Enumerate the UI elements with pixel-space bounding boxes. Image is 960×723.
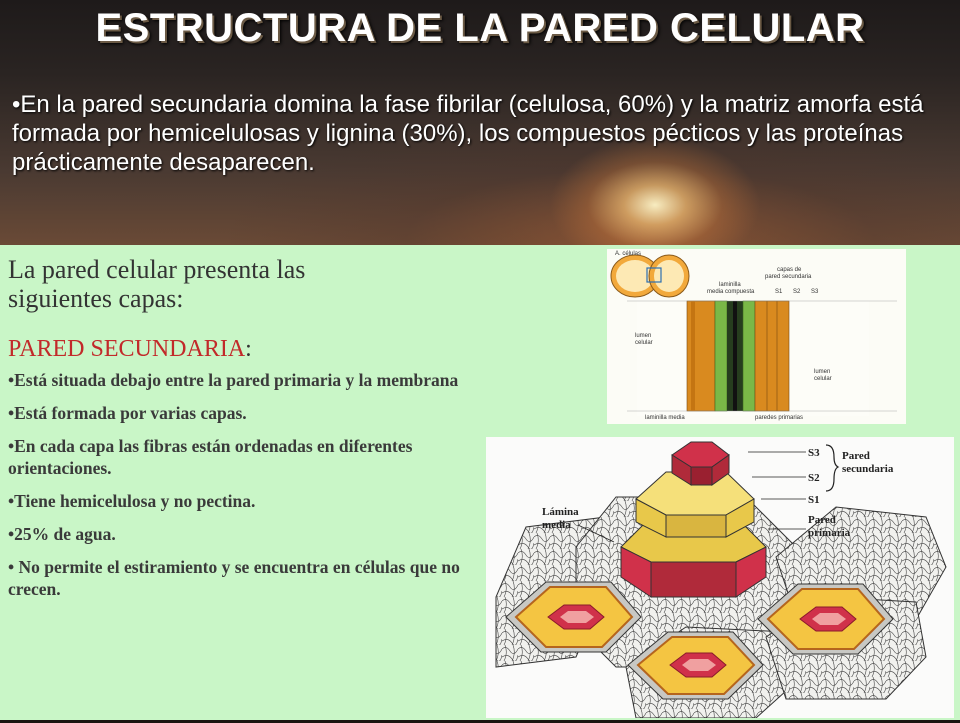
label-lamella: laminilla — [719, 282, 741, 288]
hex-face-bottom — [627, 631, 764, 700]
wall-section — [627, 300, 897, 416]
slide-title: ESTRUCTURA DE LA PARED CELULAR — [95, 6, 865, 50]
bullet-item: •25% de agua. — [8, 524, 116, 544]
label-primary-wall-2: primaria — [808, 527, 851, 539]
label-s2: S2 — [793, 289, 801, 295]
cells-illustration: A. células — [610, 251, 690, 298]
label-lamella-2: media compuesta — [707, 289, 755, 295]
label-s2: S2 — [808, 472, 820, 484]
bullet-item: •Está situada debajo entre la pared prim… — [8, 370, 459, 390]
label-bottom-left: laminilla media — [645, 415, 685, 421]
label-middle-lamella-2: media — [542, 519, 571, 531]
wall-layers-svg: A. células capas de pared secundaria lam… — [610, 251, 897, 421]
label-layers-2: pared secundaria — [765, 274, 812, 280]
header-background: ESTRUCTURA DE LA PARED CELULAR •En la pa… — [0, 0, 960, 245]
subheading-text: PARED SECUNDARIA — [8, 336, 246, 362]
label-primary-wall: Pared — [808, 514, 836, 526]
label-layers: capas de — [777, 267, 802, 273]
heading-line-1: La pared celular presenta las — [8, 255, 306, 284]
bullet-item: •Tiene hemicelulosa y no pectina. — [8, 491, 256, 511]
subheading: PARED SECUNDARIA: — [8, 335, 478, 363]
bullet-item: •Está formada por varias capas. — [8, 403, 247, 423]
label-s1: S1 — [775, 289, 783, 295]
label-s1: S1 — [808, 494, 820, 506]
label-lumen-left-2: celular — [635, 340, 653, 346]
label-cells: A. células — [615, 251, 641, 257]
hex-face-left — [505, 581, 642, 653]
bullet-list: •Está situada debajo entre la pared prim… — [8, 369, 478, 600]
label-s3: S3 — [811, 289, 819, 295]
label-bottom-right: paredes primarias — [755, 415, 803, 421]
label-secondary-wall-2: secundaria — [842, 463, 894, 475]
heading-line-2: siguientes capas: — [8, 284, 184, 313]
label-lumen-right: lumen — [814, 369, 830, 375]
hexagonal-cells-svg: S3 S2 S1 Pared secundaria Pared primaria… — [495, 441, 947, 719]
intro-paragraph: •En la pared secundaria domina la fase f… — [12, 91, 924, 176]
bullet-item: •En cada capa las fibras están ordenadas… — [8, 436, 413, 478]
subheading-colon: : — [245, 336, 252, 362]
wall-layers-diagram: A. células capas de pared secundaria lam… — [607, 249, 906, 424]
hexagonal-cells-diagram: S3 S2 S1 Pared secundaria Pared primaria… — [486, 437, 954, 719]
label-middle-lamella: Lámina — [542, 506, 579, 518]
hex-face-right — [757, 583, 894, 655]
content-text: La pared celular presenta las siguientes… — [8, 255, 478, 611]
bullet-item: • No permite el estiramiento y se encuen… — [8, 557, 460, 599]
label-s3: S3 — [808, 447, 820, 459]
central-tower — [620, 441, 767, 598]
label-secondary-wall: Pared — [842, 450, 870, 462]
diagram-b-labels: S3 S2 S1 Pared secundaria Pared primaria… — [542, 444, 894, 543]
label-lumen-right-2: celular — [814, 376, 832, 382]
label-lumen-left: lumen — [635, 333, 651, 339]
